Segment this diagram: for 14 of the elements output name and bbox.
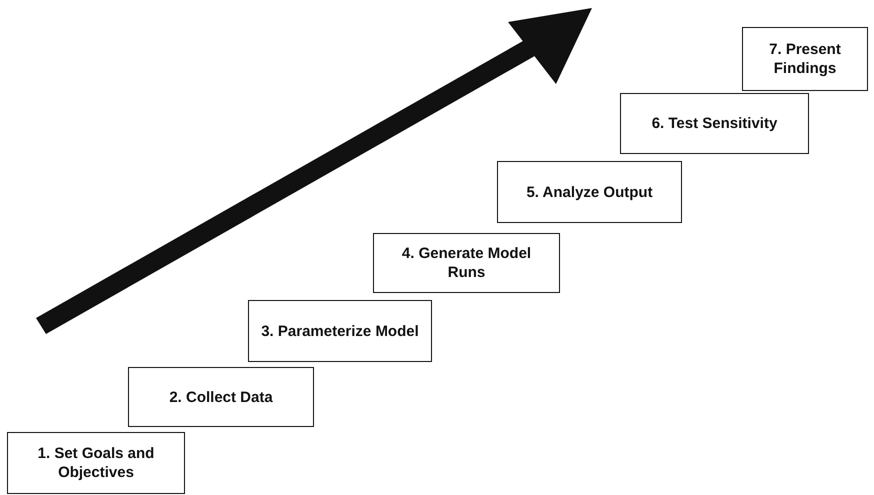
step-label: 5. Analyze Output	[525, 182, 654, 202]
step-box	[497, 161, 682, 223]
step-box	[7, 432, 185, 494]
step-box	[742, 27, 868, 91]
step-label: 7. Present Findings	[768, 40, 842, 78]
step-label: 4. Generate Model Runs	[400, 244, 532, 282]
step-label: 6. Test Sensitivity	[650, 114, 778, 133]
step-box	[248, 300, 432, 362]
step-label: 3. Parameterize Model	[260, 322, 420, 340]
step-label: 1. Set Goals and Objectives	[36, 444, 156, 482]
step-label: 2. Collect Data	[168, 388, 274, 406]
step-box	[128, 367, 314, 427]
step-box	[373, 233, 560, 293]
step-box	[620, 93, 809, 154]
